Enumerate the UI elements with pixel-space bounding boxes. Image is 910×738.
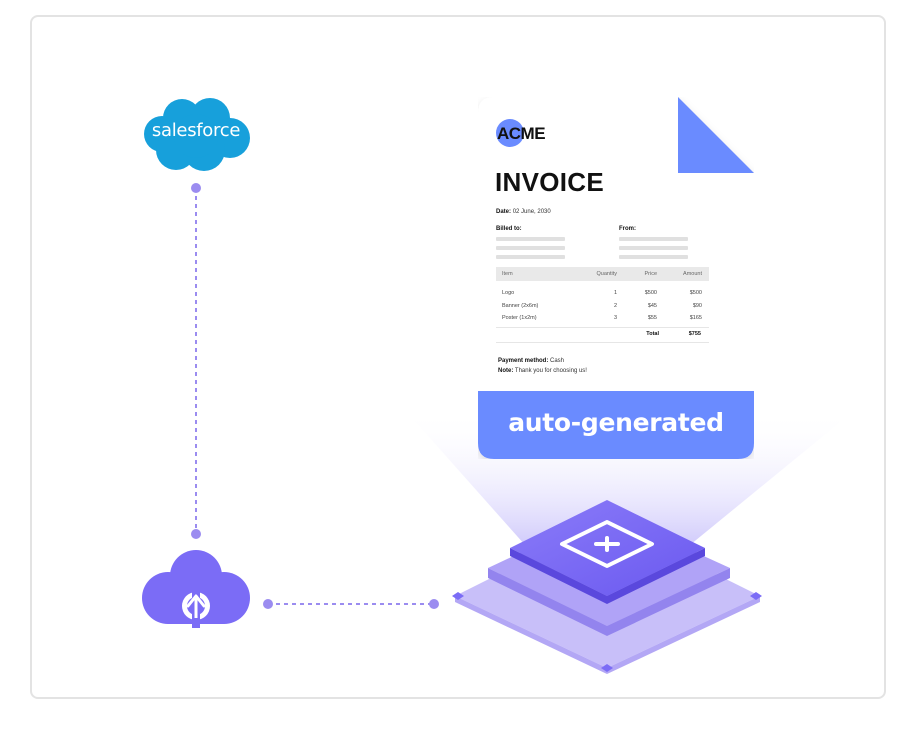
placeholder-line: [496, 255, 565, 259]
payment-method: Payment method: Cash: [498, 358, 564, 364]
invoice-note: Note: Thank you for choosing us!: [498, 368, 587, 374]
cell-price: $500: [644, 290, 657, 296]
note-value: Thank you for choosing us!: [514, 368, 587, 374]
cell-amount: $500: [689, 290, 702, 296]
invoice-document: ACME INVOICE Date: 02 June, 2030 Billed …: [478, 97, 754, 459]
corner-marker-left: [452, 592, 464, 600]
date-value: 02 June, 2030: [512, 209, 551, 215]
cloud-upload-icon: [142, 550, 250, 628]
payment-label: Payment method:: [498, 358, 549, 364]
link-dot-left: [263, 599, 273, 609]
cell-quantity: 1: [613, 290, 617, 296]
salesforce-cloud-logo: [144, 98, 250, 171]
cell-amount: $90: [692, 302, 702, 309]
cell-item: Banner (2x6m): [502, 302, 539, 309]
cell-price: $45: [647, 302, 657, 309]
link-dot-right: [429, 599, 439, 609]
acme-logo-circle: [496, 119, 524, 147]
cell-quantity: 2: [613, 302, 617, 309]
column-header-quantity: Quantity: [596, 271, 617, 277]
salesforce-label: salesforce: [151, 120, 241, 141]
cell-item: Poster (1x2m): [502, 315, 537, 321]
table-header-row: Item Quantity Price Amount: [496, 267, 709, 281]
column-header-amount: Amount: [683, 271, 702, 277]
placeholder-line: [496, 246, 565, 250]
column-header-item: Item: [502, 271, 513, 277]
invoice-date: Date: 02 June, 2030: [496, 209, 551, 215]
corner-marker-right: [750, 592, 762, 600]
note-label: Note:: [498, 368, 514, 374]
auto-generated-banner: auto-generated: [508, 408, 724, 437]
plus-icon-shape: [560, 520, 654, 568]
total-value: $755: [688, 331, 701, 337]
billed-to-label: Billed to:: [496, 226, 522, 232]
corner-marker-bottom: [601, 664, 613, 672]
link-dot-top: [191, 183, 201, 193]
folded-corner: [678, 97, 754, 173]
placeholder-line: [496, 237, 565, 241]
total-row: Total $755: [496, 327, 709, 343]
total-label: Total: [646, 331, 659, 337]
payment-value: Cash: [550, 358, 565, 364]
acme-logo: ACME: [496, 119, 556, 147]
table-row: Banner (2x6m) 2 $45 $90: [496, 300, 709, 313]
placeholder-line: [619, 246, 688, 250]
date-label: Date:: [496, 209, 512, 215]
placeholder-line: [619, 255, 688, 259]
cell-amount: $165: [689, 315, 702, 321]
cell-item: Logo: [502, 290, 515, 296]
column-header-price: Price: [644, 271, 657, 277]
cell-quantity: 3: [613, 315, 617, 321]
cell-price: $55: [647, 315, 657, 321]
acme-logo-text: ACME: [497, 124, 546, 143]
invoice-title: INVOICE: [495, 167, 605, 197]
link-dot-mid: [191, 529, 201, 539]
table-row: Poster (1x2m) 3 $55 $165: [496, 312, 709, 325]
table-row: Logo 1 $500 $500: [496, 287, 709, 300]
from-label: From:: [619, 226, 636, 232]
banner-background: [478, 391, 754, 459]
placeholder-line: [619, 237, 688, 241]
items-table: Item Quantity Price Amount Logo 1 $500 $…: [496, 267, 709, 325]
